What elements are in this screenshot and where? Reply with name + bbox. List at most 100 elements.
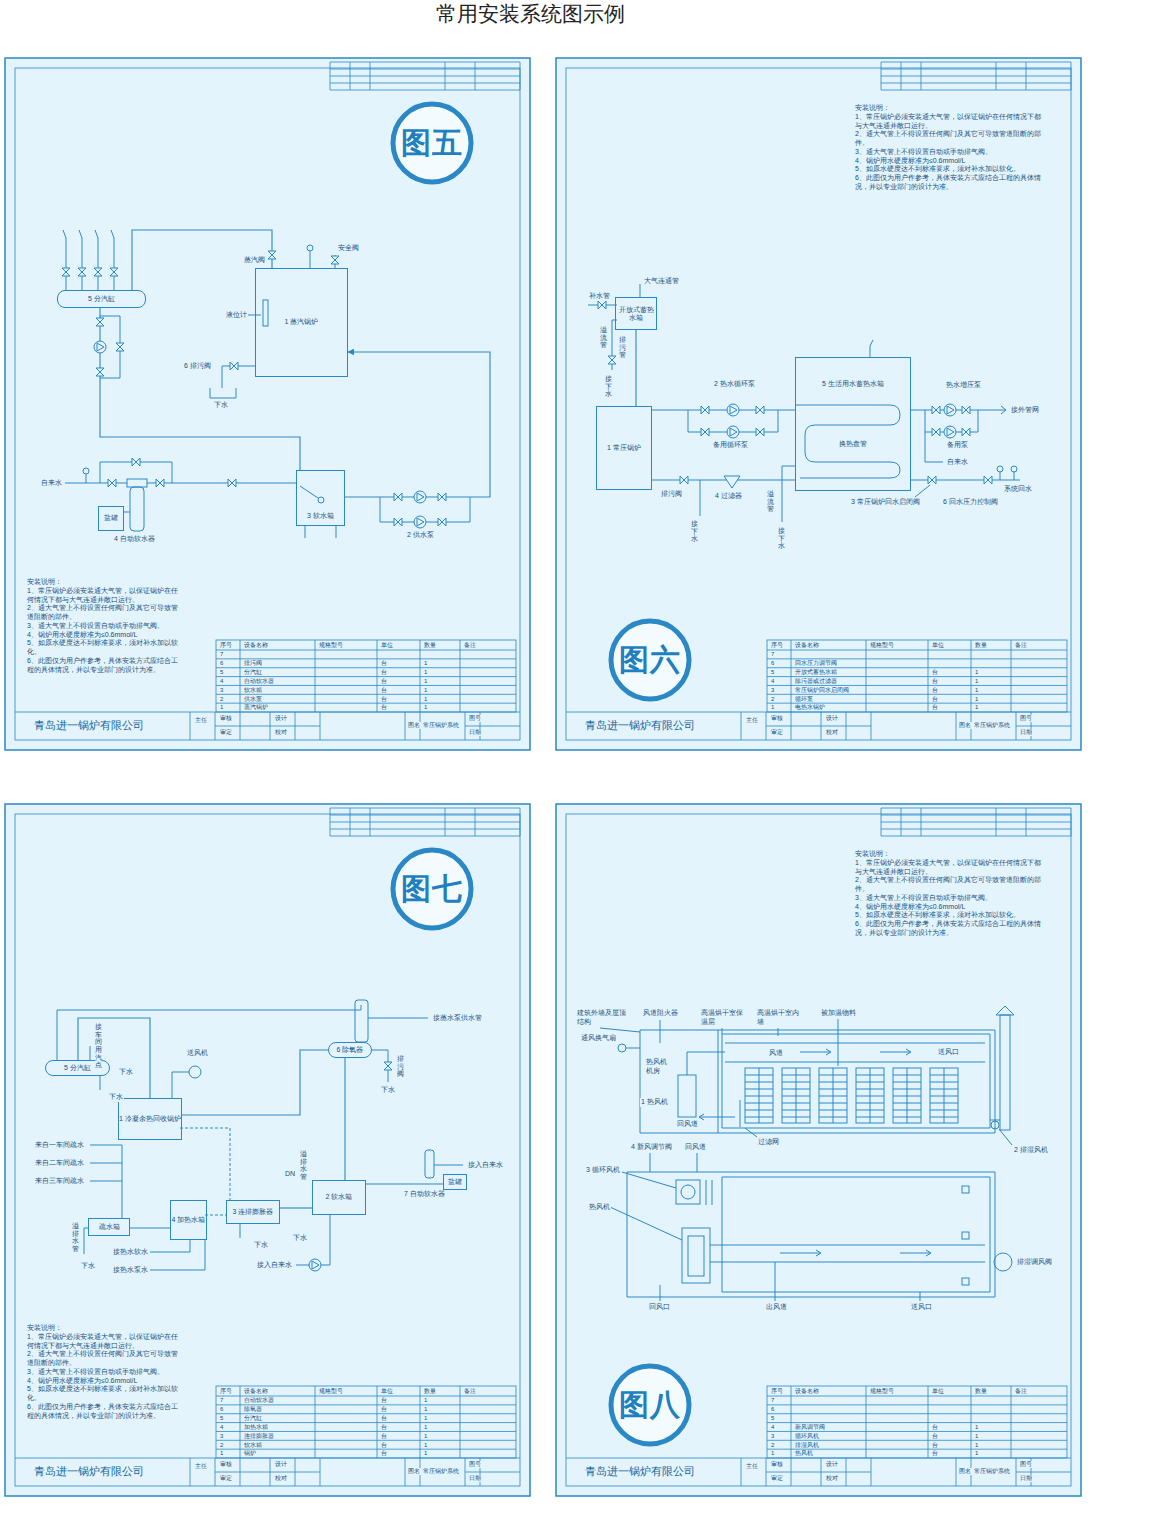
diagram-label: 蒸汽阀 — [243, 256, 266, 265]
pipe-work — [90, 1046, 100, 1060]
node-text-group: 1 冷凝余热回收锅炉 — [119, 1115, 181, 1123]
table-cell: 1 — [423, 1424, 428, 1431]
table-header: 数量 — [974, 1388, 988, 1395]
pipe-work — [116, 343, 124, 351]
diagram-label: 过滤网 — [757, 1138, 780, 1147]
table-cell: 6 — [219, 660, 224, 667]
table-header: 单位 — [931, 1388, 945, 1395]
pipe-work — [699, 1114, 735, 1120]
table-cell: 1 — [423, 1433, 428, 1440]
install-notes: 安装说明：1、常压锅炉必须安装通大气管，以保证锅炉在任何情况下都与大气连通并敞口… — [855, 850, 1045, 938]
title-block-cell: 设计 — [825, 715, 839, 722]
table-cell: 台 — [380, 1442, 388, 1449]
node-text: 4 加热水箱 — [172, 1216, 206, 1224]
pipe-work — [618, 1044, 626, 1052]
drawing-frames — [5, 804, 530, 1496]
pipe-work — [928, 476, 936, 484]
pipe-connector — [652, 479, 795, 480]
table-cell: 6 — [219, 1406, 224, 1413]
node-text: 3 软水箱 — [307, 512, 334, 520]
pipe-work — [230, 362, 238, 370]
title-block-cell: 图号 — [1019, 715, 1033, 722]
diagram-label: 送风机 — [186, 1049, 209, 1058]
install-note: 6、此图仅为用户作参考，具体安装方式应结合工程的具体情况，并以专业部门的设计为准… — [855, 174, 1045, 192]
install-note: 5、如原水硬度达不到标准要求，须对补水加以软化。 — [27, 1385, 182, 1403]
diagram-label: 建筑外墙及屋顶结构 — [576, 1009, 628, 1027]
table-cell: 循环泵 — [794, 696, 814, 703]
pipe-work — [640, 1030, 995, 1133]
node-text-group: 盐罐 — [104, 514, 118, 522]
pipe-work — [725, 1043, 985, 1062]
drawing-frames — [556, 804, 1081, 1496]
table-cell: 1 — [770, 704, 775, 711]
pipe-work — [687, 1052, 725, 1075]
install-note: 4、锅炉用水硬度标准为≤0.6mmol/L — [27, 1377, 182, 1386]
table-header: 序号 — [770, 1388, 784, 1395]
diagram-label: 下水 — [118, 1068, 134, 1077]
table-header: 单位 — [380, 1388, 394, 1395]
diagram-label: 接车间用汽点 — [95, 1023, 102, 1069]
install-note: 2、通大气管上不得设置任何阀门及其它可导致管道阻断的部件。 — [855, 130, 1045, 148]
pipe-connector — [280, 1207, 312, 1208]
pipe-work — [701, 428, 709, 436]
install-note: 1、常压锅炉必须安装通大气管，以保证锅炉在任何情况下都与大气连通并敞口运行。 — [855, 113, 1045, 131]
diagram-label: DN — [284, 1170, 296, 1179]
badge-circle — [393, 104, 471, 182]
table-header: 数量 — [974, 642, 988, 649]
pipe-work — [598, 301, 606, 309]
title-block-cell: 图名 — [958, 722, 972, 729]
table-cell: 锅炉 — [243, 1450, 257, 1457]
install-note: 安装说明： — [855, 850, 1045, 859]
pipe-connector — [344, 1058, 345, 1180]
title-block-cell: 日期 — [1019, 729, 1033, 736]
pipe-work — [893, 1068, 921, 1123]
pipe-connector — [100, 308, 300, 470]
equipment-box: 疏水箱 — [88, 1218, 130, 1236]
table-cell: 1 — [219, 704, 224, 711]
title-block-cell: 常压锅炉系统 — [973, 722, 1011, 729]
table-cell: 台 — [380, 1450, 388, 1457]
pipe-work — [718, 1030, 719, 1133]
pipe-work — [156, 479, 164, 487]
diagram-label: 热风机 — [588, 1203, 611, 1212]
install-note: 安装说明： — [27, 578, 182, 587]
title-block-cell: 审核 — [770, 715, 784, 722]
node-text-group: 5 分汽缸 — [88, 295, 115, 303]
diagram-label: 送风口 — [910, 1303, 933, 1312]
table-cell: 2 — [219, 696, 224, 703]
pipe-work — [724, 476, 740, 488]
table-cell: 台 — [380, 1397, 388, 1404]
pipe-work — [384, 1062, 392, 1070]
pipe-work — [127, 479, 147, 487]
diagram-label: 出风道 — [765, 1303, 788, 1312]
table-cell: 台 — [931, 704, 939, 711]
title-block-cell: 审定 — [770, 1475, 784, 1482]
pipe-connector — [130, 1227, 170, 1228]
table-cell: 台 — [931, 1450, 939, 1457]
diagram-label: 3 常压锅炉回水启闭阀 — [850, 498, 922, 507]
table-cell: 供水泵 — [243, 696, 263, 703]
install-note: 3、通大气管上不得设置自动或手动排气阀。 — [855, 894, 1045, 903]
page-title: 常用安装系统图示例 — [330, 0, 730, 28]
diagram-label: 4 过滤器 — [714, 492, 743, 501]
pipe-work — [100, 1076, 101, 1090]
diagram-label: 热水增压泵 — [945, 381, 982, 390]
table-cell: 台 — [380, 687, 388, 694]
pipe-work — [999, 1129, 1012, 1145]
table-header: 数量 — [423, 1388, 437, 1395]
table-cell: 1 — [974, 669, 979, 676]
diagram-label: 4 新风调节阀 — [630, 1143, 673, 1152]
diagram-label: 补水管 — [588, 292, 611, 301]
figure-badge: 图七 — [390, 847, 474, 931]
diagram-label: 下水 — [380, 1086, 396, 1095]
node-text-group: 图五 — [401, 125, 463, 161]
install-note: 5、如原水硬度达不到标准要求，须对补水加以软化。 — [855, 911, 1045, 920]
diagram-label: 被加温物料 — [820, 1009, 857, 1018]
pipe-work — [701, 406, 709, 414]
pipe-work — [228, 479, 236, 487]
table-cell: 1 — [974, 1433, 979, 1440]
table-cell: 1 — [423, 704, 428, 711]
pipe-work — [96, 318, 104, 326]
